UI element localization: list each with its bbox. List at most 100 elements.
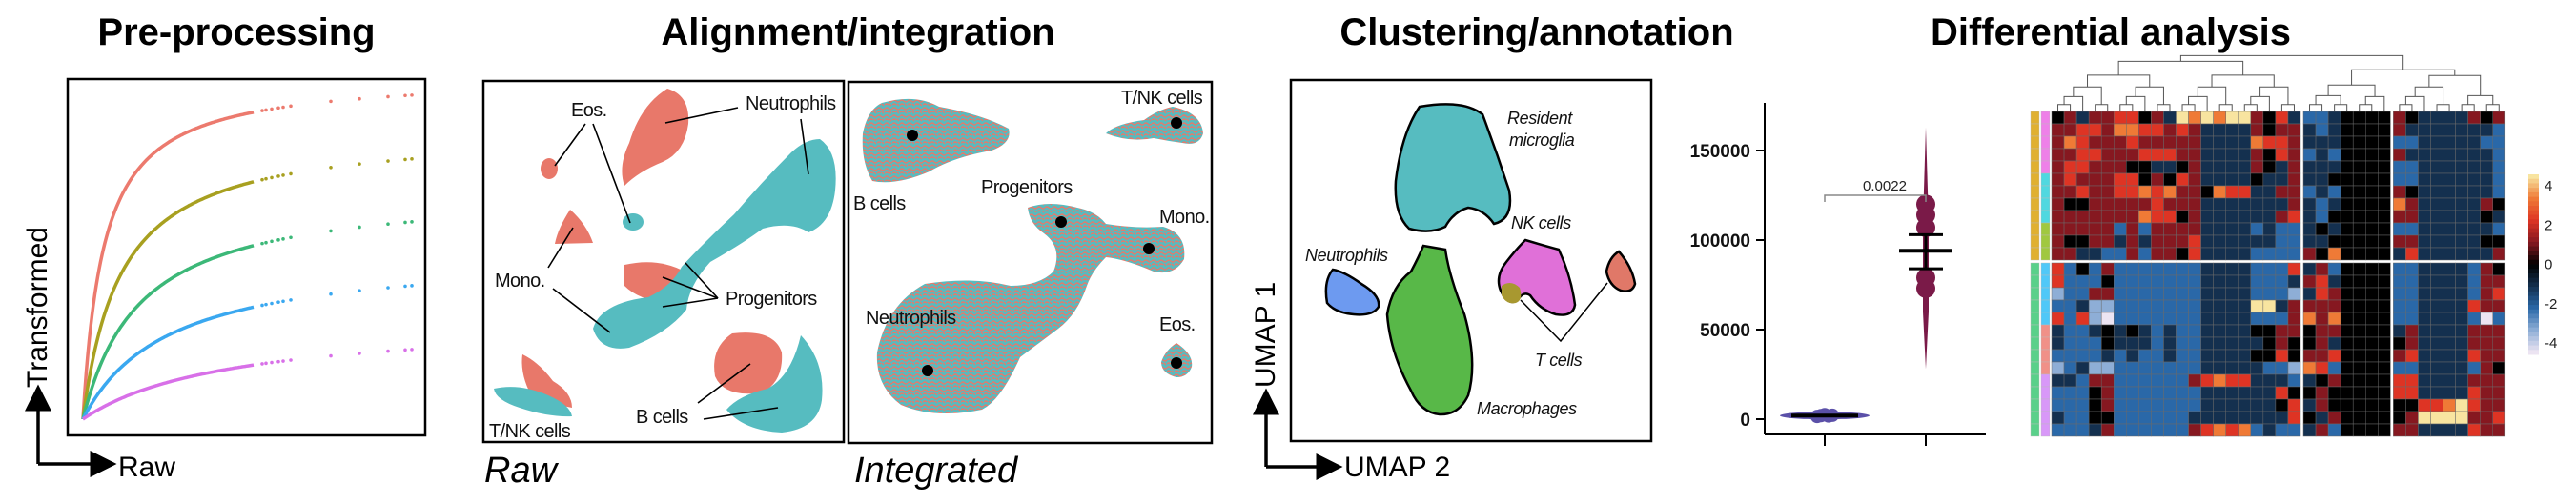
heatmap-cell (2352, 123, 2366, 137)
curve-point (358, 96, 361, 101)
heatmap-cell (2480, 172, 2493, 187)
heatmap-cell (2225, 361, 2239, 375)
heatmap-cell (2275, 287, 2289, 301)
row-annotation-group (2030, 210, 2040, 224)
curve-point (410, 284, 414, 288)
heatmap-cell (2393, 123, 2406, 137)
row-annotation-subgroup (2040, 247, 2051, 261)
row-annotation-subgroup (2040, 312, 2051, 326)
heatmap-cell (2315, 336, 2329, 351)
heatmap-cell (2327, 324, 2341, 338)
heatmap-cell (2393, 210, 2406, 224)
heatmap-cell (2467, 185, 2481, 199)
heatmap-cell (2405, 336, 2419, 351)
heatmap-cell (2188, 386, 2201, 400)
heatmap-cell (2480, 373, 2493, 388)
heatmap-cells (2051, 111, 2506, 437)
heatmap-cell (2455, 111, 2468, 125)
heatmap-cell (2163, 398, 2177, 412)
heatmap-cell (2151, 247, 2164, 261)
heatmap-cell (2352, 373, 2366, 388)
heatmap-cell (2075, 287, 2090, 301)
heatmap-cell (2138, 373, 2152, 388)
curve-point (410, 220, 414, 224)
heatmap-cell (2100, 172, 2115, 187)
heatmap-cell (2393, 111, 2406, 125)
heatmap-cell (2405, 234, 2419, 249)
heatmap-cell (2225, 148, 2239, 162)
curve-point (264, 240, 268, 245)
heatmap-cell (2262, 160, 2277, 174)
dendrogram-branch (2364, 95, 2385, 111)
heatmap-cell (2250, 111, 2264, 125)
heatmap-cell (2151, 324, 2164, 338)
heatmap-cell (2063, 373, 2077, 388)
heatmap-cell (2163, 247, 2177, 261)
heatmap-cell (2163, 234, 2177, 249)
heatmap-cell (2176, 210, 2189, 224)
curve-point (358, 352, 361, 355)
heatmap-cell (2365, 197, 2379, 211)
heatmap-cell (2213, 423, 2226, 437)
heatmap-cell (2455, 324, 2468, 338)
curve-point (270, 360, 274, 365)
heatmap-cell (2275, 423, 2289, 437)
heatmap-cell (2238, 349, 2252, 363)
heatmap-cell (2225, 234, 2239, 249)
curve-point (386, 286, 390, 290)
heatmap-cell (2100, 287, 2115, 301)
heatmap-cell (2430, 262, 2443, 276)
curve-point (329, 166, 333, 170)
heatmap-cell (2430, 324, 2443, 338)
heatmap-cell (2250, 197, 2264, 211)
heatmap-cell (2365, 349, 2379, 363)
curve-4 (82, 363, 255, 421)
heatmap-cell (2302, 123, 2317, 137)
curve-point (410, 348, 414, 352)
heatmap-cell (2262, 373, 2277, 388)
heatmap-cell (2443, 324, 2456, 338)
raw-label-neutrophils: Neutrophils (746, 93, 836, 114)
heatmap-cell (2467, 222, 2481, 236)
y-tick-label: 50000 (1700, 321, 1750, 341)
heatmap-cell (2075, 398, 2090, 412)
heatmap-cell (2075, 197, 2090, 211)
heatmap-cell (2418, 172, 2431, 187)
heatmap-cell (2163, 148, 2177, 162)
heatmap-cell (2455, 411, 2468, 425)
heatmap-cell (2138, 287, 2152, 301)
curve-point (281, 237, 285, 241)
heatmap-cell (2302, 386, 2317, 400)
heatmap-cell (2275, 336, 2289, 351)
heatmap-cell (2378, 287, 2391, 301)
curve-point (386, 159, 390, 163)
heatmap-cell (2138, 361, 2152, 375)
heatmap-cell (2213, 349, 2226, 363)
heatmap-cell (2088, 135, 2102, 150)
heatmap-cell (2275, 123, 2289, 137)
y-tick-label: 100000 (1690, 231, 1750, 252)
heatmap-cell (2467, 312, 2481, 326)
heatmap-cell (2100, 197, 2115, 211)
heatmap-cell (2262, 423, 2277, 437)
heatmap-cell (2405, 222, 2419, 236)
colorbar-segment (2528, 340, 2539, 347)
heatmap-cell (2063, 160, 2077, 174)
heatmap-cell (2365, 172, 2379, 187)
heatmap-cell (2163, 274, 2177, 289)
heatmap-cell (2075, 111, 2090, 125)
heatmap-cell (2225, 386, 2239, 400)
curve-point (289, 298, 293, 302)
heatmap-cell (2126, 262, 2139, 276)
heatmap-cell (2340, 123, 2354, 137)
heatmap-cell (2467, 373, 2481, 388)
heatmap-cell (2315, 299, 2329, 313)
heatmap-cell (2238, 262, 2252, 276)
heatmap-cell (2163, 111, 2177, 125)
heatmap-cell (2443, 172, 2456, 187)
heatmap-cell (2126, 148, 2139, 162)
significance-bracket (1824, 194, 1927, 202)
heatmap-cell (2492, 111, 2506, 125)
heatmap-cell (2393, 160, 2406, 174)
heatmap-cell (2088, 423, 2102, 437)
